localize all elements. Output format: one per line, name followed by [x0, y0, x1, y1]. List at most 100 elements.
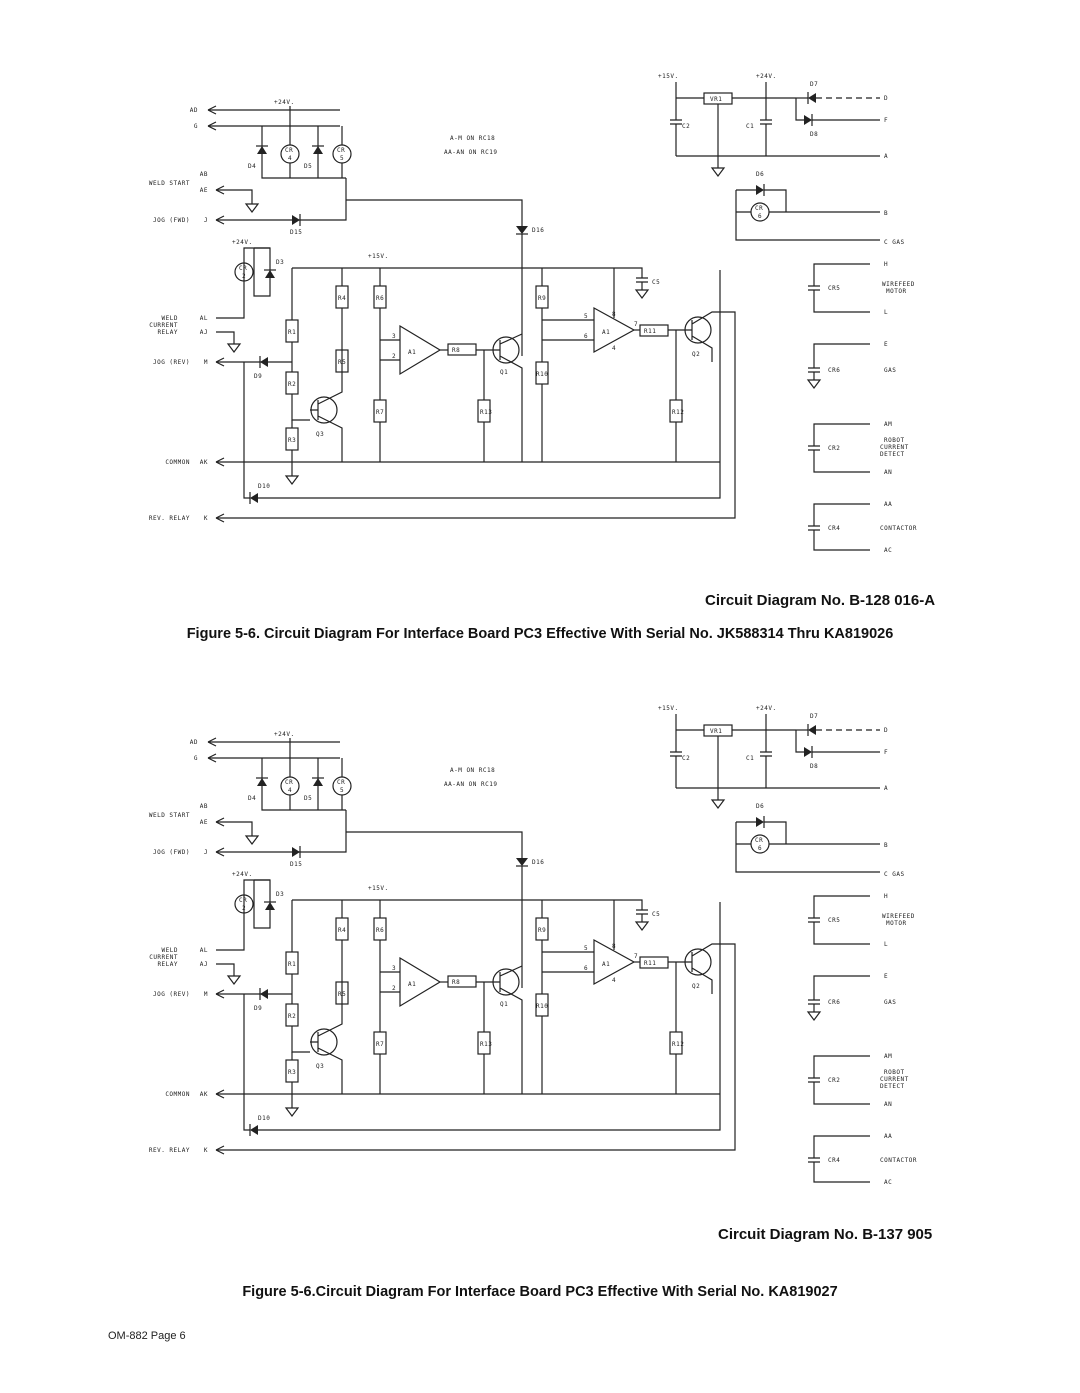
label-cr6-num: 6 — [758, 213, 762, 220]
relay-cr2 — [234, 894, 254, 914]
label-d3: D3 — [276, 259, 284, 266]
relay-cr2-group: +24V. CR 2 D3 — [232, 239, 284, 297]
label-k: K — [204, 515, 208, 522]
label-a1-second: A1 — [602, 961, 610, 968]
label-d10: D10 — [258, 1115, 270, 1122]
figure-caption-2: Figure 5-6.Circuit Diagram For Interface… — [242, 1284, 838, 1300]
relay-cr2 — [234, 262, 254, 282]
label-j: J — [204, 217, 208, 224]
label-cr4-a: CR — [285, 779, 293, 786]
label-pin-5: 5 — [584, 945, 588, 952]
label-d4: D4 — [248, 795, 256, 802]
label-jog-fwd: JOG (FWD) — [153, 849, 190, 856]
label-r4: R4 — [338, 927, 346, 934]
resistor-r5 — [335, 981, 349, 1005]
label-common: COMMON — [165, 459, 190, 466]
label-pin-3a: 3 — [392, 965, 396, 972]
label-c2: C2 — [682, 755, 690, 762]
label-wirefeed: WIREFEED — [882, 281, 915, 288]
label-r2: R2 — [288, 1013, 296, 1020]
label-r3: R3 — [288, 1069, 296, 1076]
label-r2: R2 — [288, 381, 296, 388]
label-cr6-num: 6 — [758, 845, 762, 852]
label-c5: C5 — [652, 279, 660, 286]
diagram-number-2: Circuit Diagram No. B-137 905 — [718, 1226, 933, 1243]
label-weld-current-relay-1: WELD — [162, 947, 178, 954]
label-r13: R13 — [480, 409, 492, 416]
label-out-c-gas: C GAS — [884, 239, 905, 246]
label-a1-second: A1 — [602, 329, 610, 336]
label-d5: D5 — [304, 163, 312, 170]
circuit-diagram-b137905: AD G WELD START AB AE JOG (FWD) J D15 WE… — [0, 672, 1080, 1212]
label-cr2-num: 2 — [242, 273, 246, 280]
label-cr6-out: CR6 — [828, 367, 840, 374]
label-cr6-a: CR — [755, 205, 763, 212]
label-r11: R11 — [644, 960, 656, 967]
label-r1: R1 — [288, 329, 296, 336]
label-ae: AE — [200, 819, 208, 826]
label-r1: R1 — [288, 961, 296, 968]
label-24v-b: +24V. — [232, 239, 253, 246]
label-jog-rev: JOG (REV) — [153, 359, 190, 366]
label-gas: GAS — [884, 999, 896, 1006]
label-pin-6: 6 — [584, 333, 588, 340]
label-aa-rc19: AA-AN ON RC19 — [444, 781, 497, 788]
label-out-an: AN — [884, 469, 892, 476]
label-cr4-out: CR4 — [828, 525, 840, 532]
label-gas: GAS — [884, 367, 896, 374]
schematic-svg-2: AD G WELD START AB AE JOG (FWD) J D15 WE… — [149, 705, 917, 1186]
opamp-a1-second — [593, 306, 636, 354]
label-aj: AJ — [200, 961, 208, 968]
label-out-l: L — [884, 941, 888, 948]
label-ad: AD — [190, 739, 198, 746]
label-24v-a: +24V. — [274, 731, 295, 738]
label-rev-relay: REV. RELAY — [149, 515, 190, 522]
label-r6: R6 — [376, 927, 384, 934]
label-out-l: L — [884, 309, 888, 316]
label-d3: D3 — [276, 891, 284, 898]
label-out-c-gas: C GAS — [884, 871, 905, 878]
label-detect: DETECT — [880, 451, 905, 458]
right-supply-section: +15V. +24V. VR1 C2 C1 A D7 D D8 F — [658, 73, 917, 554]
resistor-r1 — [285, 951, 299, 975]
label-aj: AJ — [200, 329, 208, 336]
label-weld-current-relay-1: WELD — [162, 315, 178, 322]
label-out-b: B — [884, 210, 888, 217]
label-out-am: AM — [884, 421, 892, 428]
label-cr2-a: CR — [239, 897, 247, 904]
label-out-f: F — [884, 749, 888, 756]
transistor-q2 — [684, 948, 712, 976]
label-out-d: D — [884, 727, 888, 734]
label-jog-rev: JOG (REV) — [153, 991, 190, 998]
label-contactor: CONTACTOR — [880, 525, 917, 532]
label-pin-7: 7 — [634, 321, 638, 328]
label-d16: D16 — [532, 859, 544, 866]
label-ad: AD — [190, 107, 198, 114]
label-cr5-out: CR5 — [828, 917, 840, 924]
label-d10: D10 — [258, 483, 270, 490]
label-jog-fwd: JOG (FWD) — [153, 217, 190, 224]
label-weld-current-relay-2: CURRENT — [149, 954, 178, 961]
label-r10: R10 — [536, 1003, 548, 1010]
label-out-b: B — [884, 842, 888, 849]
schematic-svg: AD G WELD START AB AE JOG (FWD) J D15 WE… — [149, 73, 917, 554]
label-am-rc18: A-M ON RC18 — [450, 135, 495, 142]
label-d15: D15 — [290, 861, 302, 868]
label-robot: ROBOT — [884, 1069, 905, 1076]
label-q1: Q1 — [500, 369, 508, 376]
label-24v-a: +24V. — [274, 99, 295, 106]
label-r12: R12 — [672, 1041, 684, 1048]
circuit-diagram-b128016a: AD G WELD START AB AE JOG (FWD) J D15 WE… — [0, 50, 1080, 570]
label-cr6-out: CR6 — [828, 999, 840, 1006]
label-q1: Q1 — [500, 1001, 508, 1008]
label-cr4-num: 4 — [288, 787, 292, 794]
label-c5: C5 — [652, 911, 660, 918]
label-r11: R11 — [644, 328, 656, 335]
label-15v-left: +15V. — [368, 885, 389, 892]
label-weld-current-relay-3: RELAY — [157, 329, 178, 336]
label-cr5-num: 5 — [340, 155, 344, 162]
left-terminals: AD G WELD START AB AE JOG (FWD) J D15 WE… — [149, 737, 736, 1155]
label-j: J — [204, 849, 208, 856]
label-24v-right: +24V. — [756, 73, 777, 80]
label-al: AL — [200, 315, 208, 322]
